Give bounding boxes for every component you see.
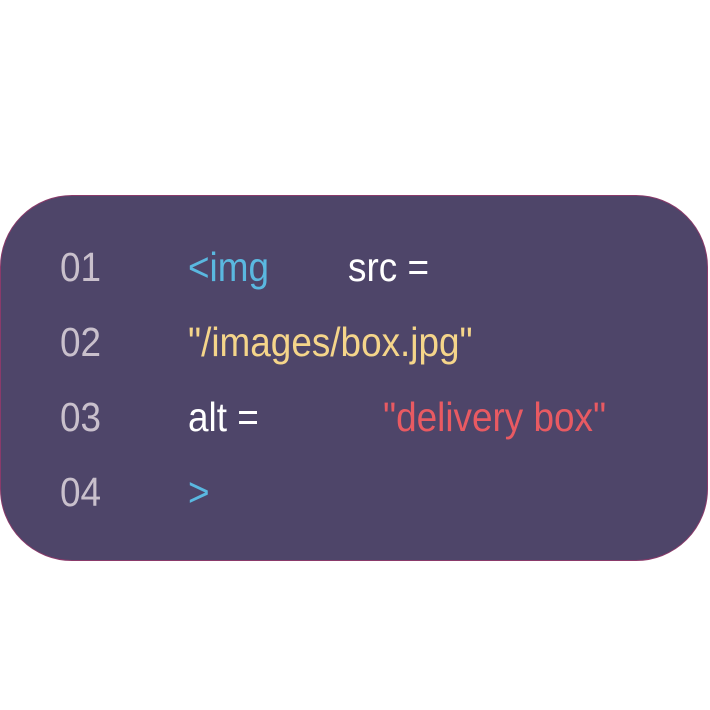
line-number: 01 bbox=[60, 244, 102, 290]
line-number: 02 bbox=[60, 319, 102, 365]
img-tag-open: <img bbox=[188, 244, 270, 290]
code-snippet-card bbox=[0, 195, 708, 561]
line-number: 04 bbox=[60, 469, 102, 515]
alt-value: "delivery box" bbox=[383, 394, 607, 440]
line-number: 03 bbox=[60, 394, 102, 440]
src-value: "/images/box.jpg" bbox=[188, 319, 473, 365]
img-tag-close: > bbox=[188, 469, 210, 515]
src-attribute: src = bbox=[348, 244, 429, 290]
alt-attribute: alt = bbox=[188, 394, 259, 440]
